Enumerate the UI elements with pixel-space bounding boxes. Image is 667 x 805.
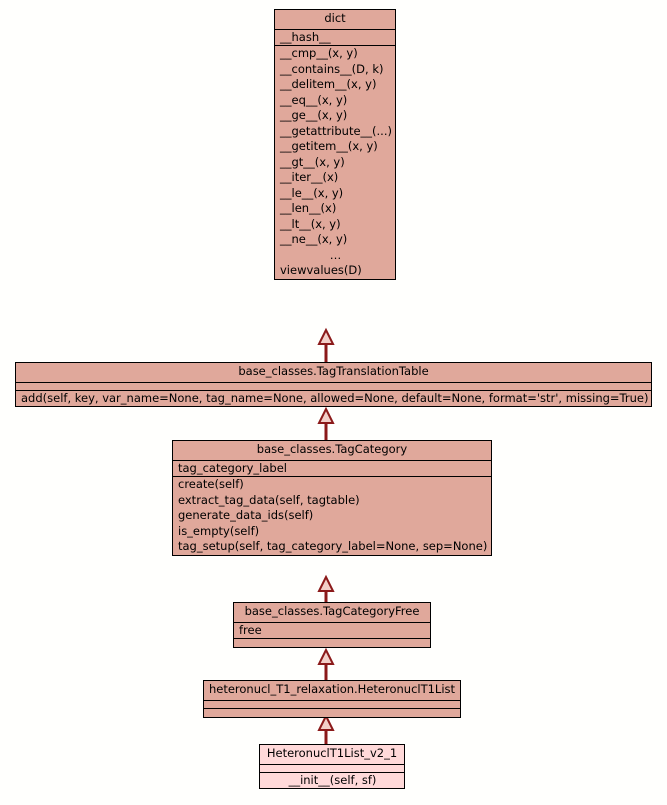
class-attributes-tagcategoryfree: free <box>234 622 430 639</box>
class-box-heteronuclt1list-v2-1[interactable]: HeteronuclT1List_v2_1 __init__(self, sf) <box>259 744 405 789</box>
class-title-heteronuclt1list-v2-1: HeteronuclT1List_v2_1 <box>260 745 404 765</box>
class-method: extract_tag_data(self, tagtable) <box>178 492 360 507</box>
class-method: __ne__(x, y) <box>280 232 348 246</box>
class-method: __iter__(x) <box>280 170 339 184</box>
class-method: __len__(x) <box>280 201 337 215</box>
class-method: __cmp__(x, y) <box>280 46 358 60</box>
class-method: __getitem__(x, y) <box>280 139 378 153</box>
class-method-ellipsis: … <box>329 247 342 262</box>
generalization-arrow-tagcategory <box>317 574 335 605</box>
class-method: __contains__(D, k) <box>280 61 384 76</box>
class-box-tagcategory[interactable]: base_classes.TagCategory tag_category_la… <box>172 440 492 556</box>
class-method: generate_data_ids(self) <box>178 508 314 522</box>
generalization-arrow-dict <box>317 327 335 364</box>
class-methods-heteronuclt1list <box>204 708 460 717</box>
class-box-tagtranslationtable[interactable]: base_classes.TagTranslationTable add(sel… <box>15 362 652 407</box>
class-method: viewvalues(D) <box>280 263 362 277</box>
class-box-tagcategoryfree[interactable]: base_classes.TagCategoryFree free <box>233 602 431 648</box>
class-methods-tagcategoryfree <box>234 639 430 647</box>
class-method: __getattribute__(...) <box>280 123 392 138</box>
class-method: add(self, key, var_name=None, tag_name=N… <box>21 390 649 405</box>
class-attributes-tagtranslationtable <box>16 382 651 391</box>
class-method: __gt__(x, y) <box>280 154 345 169</box>
class-method: __le__(x, y) <box>280 185 344 200</box>
class-methods-tagcategory: create(self) extract_tag_data(self, tagt… <box>173 477 491 555</box>
class-method: __init__(self, sf) <box>288 772 377 787</box>
class-title-tagcategoryfree: base_classes.TagCategoryFree <box>234 603 430 623</box>
generalization-arrow-tagcategoryfree <box>317 647 335 682</box>
class-method: tag_setup(self, tag_category_label=None,… <box>178 539 488 553</box>
class-attributes-heteronuclt1list <box>204 700 460 709</box>
class-attributes-dict: __hash__ <box>275 29 395 46</box>
generalization-arrow-heteronuclt1list <box>317 713 335 746</box>
class-method: __eq__(x, y) <box>280 92 348 107</box>
class-attribute: __hash__ <box>280 29 331 44</box>
class-box-dict[interactable]: dict __hash__ __cmp__(x, y) __contains__… <box>274 9 396 280</box>
class-method: __delitem__(x, y) <box>280 77 377 91</box>
class-method: __ge__(x, y) <box>280 108 348 122</box>
class-attribute: free <box>239 622 262 637</box>
generalization-arrow-tagtranslationtable <box>317 406 335 441</box>
class-methods-tagtranslationtable: add(self, key, var_name=None, tag_name=N… <box>16 390 651 406</box>
class-method: is_empty(self) <box>178 523 260 538</box>
class-attribute: tag_category_label <box>178 460 287 475</box>
class-title-tagcategory: base_classes.TagCategory <box>173 441 491 461</box>
class-title-tagtranslationtable: base_classes.TagTranslationTable <box>16 363 651 383</box>
class-title-heteronuclt1list: heteronucl_T1_relaxation.HeteronuclT1Lis… <box>204 681 460 701</box>
class-title-dict: dict <box>275 10 395 30</box>
class-box-heteronuclt1list[interactable]: heteronucl_T1_relaxation.HeteronuclT1Lis… <box>203 680 461 718</box>
class-method: __lt__(x, y) <box>280 216 341 231</box>
class-method: create(self) <box>178 477 244 491</box>
class-methods-dict: __cmp__(x, y) __contains__(D, k) __delit… <box>275 46 395 279</box>
class-attributes-heteronuclt1list-v2-1 <box>260 764 404 773</box>
class-methods-heteronuclt1list-v2-1: __init__(self, sf) <box>260 772 404 788</box>
class-attributes-tagcategory: tag_category_label <box>173 460 491 477</box>
